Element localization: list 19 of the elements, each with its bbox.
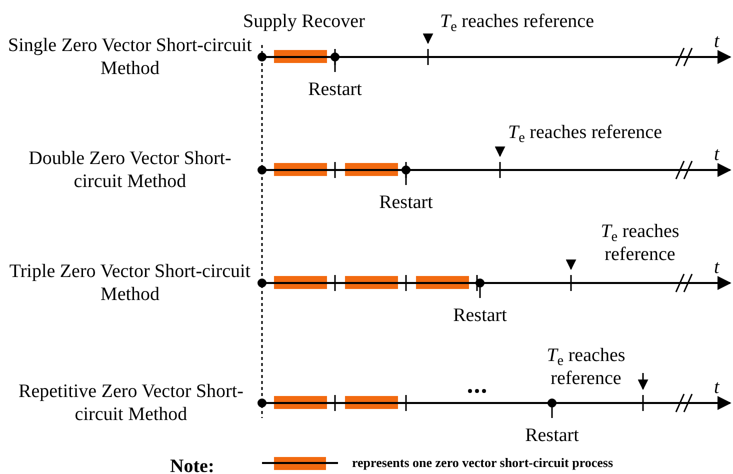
legend-text: represents one zero vector short-circuit process — [352, 455, 614, 471]
event-label: Restart — [453, 304, 507, 327]
method-label: Double Zero Vector Short-circuit Method — [28, 147, 232, 193]
event-label: T$_{e}$ reaches reference — [600, 220, 680, 266]
event-label: Supply Recover — [243, 10, 365, 33]
event-label: Restart — [308, 78, 362, 101]
axis-label: t — [714, 256, 720, 279]
axis-label: t — [714, 376, 720, 399]
event-label: T$_{e}$ reaches reference — [440, 10, 594, 33]
method-label: Single Zero Vector Short-circuit Method — [7, 34, 253, 80]
event-label: Restart — [379, 191, 433, 214]
axis-label: t — [714, 30, 720, 53]
method-label: Repetitive Zero Vector Short-circuit Method — [18, 380, 244, 426]
event-label: T$_{e}$ reaches reference — [546, 344, 626, 390]
note-label: Note: — [170, 455, 214, 474]
event-label: T$_{e}$ reaches reference — [508, 121, 662, 144]
axis-label: t — [714, 143, 720, 166]
event-label: Restart — [525, 424, 579, 447]
method-label: Triple Zero Vector Short-circuit Method — [8, 260, 252, 306]
